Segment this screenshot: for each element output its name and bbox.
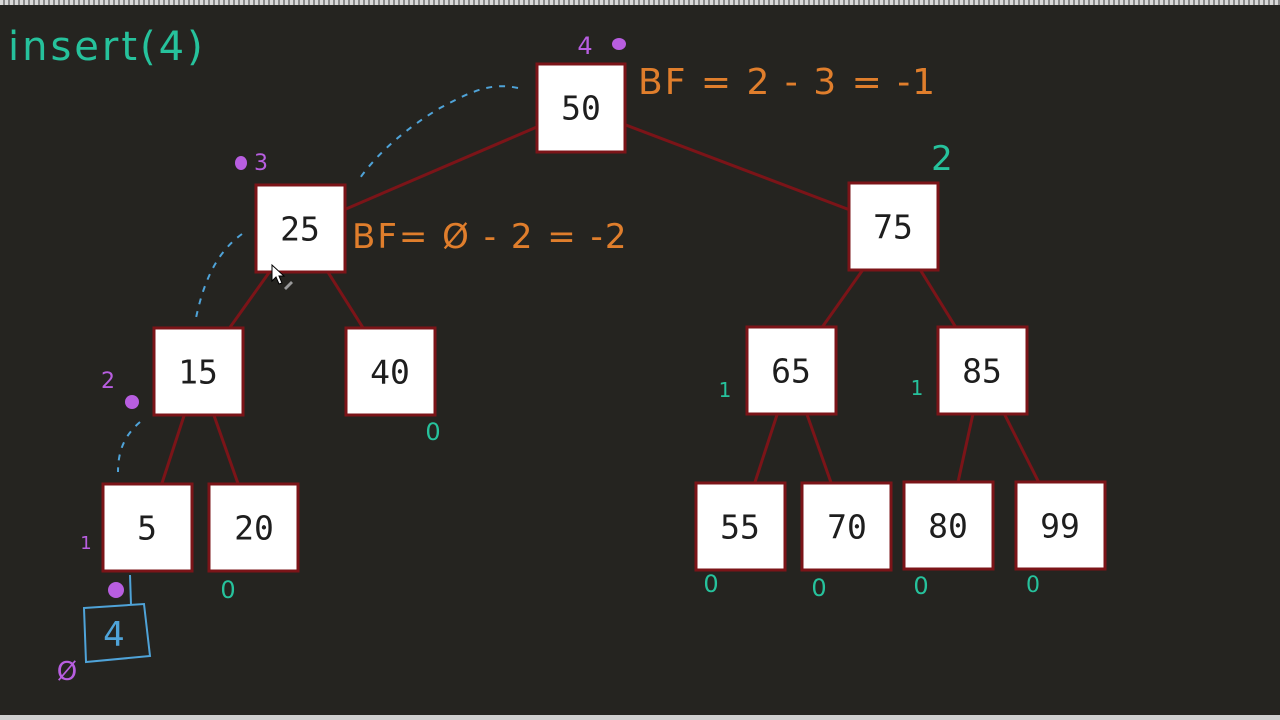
height-label-20: 0	[220, 576, 235, 604]
node-55-box	[694, 481, 787, 572]
node-15-box	[152, 326, 245, 417]
node-20-label: 20	[234, 509, 274, 548]
traversal-path-root	[359, 85, 519, 179]
top-border-strip	[0, 0, 1280, 5]
node-85-label: 85	[962, 352, 1002, 391]
edge-50-75	[580, 106, 895, 228]
node-75-box	[847, 181, 940, 272]
height-label-65: 1	[719, 378, 732, 402]
node-15: 15	[152, 326, 245, 417]
node-20: 20	[207, 482, 300, 573]
balance-factor-25: BF= Ø - 2 = -2	[352, 217, 628, 257]
node-99-box	[1014, 480, 1107, 571]
node-85: 85	[936, 325, 1029, 416]
scribble-mark-25	[235, 156, 247, 170]
title-text: insert(4)	[8, 24, 206, 70]
scribble-mark-15	[125, 395, 139, 409]
scribble-mark-5	[108, 582, 124, 598]
node-65-box	[745, 325, 838, 416]
node-80-label: 80	[928, 507, 968, 546]
node-55: 55	[694, 481, 787, 572]
node-70-label: 70	[827, 508, 867, 547]
node-40: 40	[344, 326, 437, 417]
scribble-mark-root	[612, 38, 626, 50]
height-label-4: Ø	[57, 657, 77, 687]
node-50: 50	[535, 62, 627, 154]
height-label-80: 0	[913, 572, 928, 600]
node-40-box	[344, 326, 437, 417]
node-55-label: 55	[720, 508, 760, 547]
tree-nodes: 50 25 75 15 40 65 85 5	[101, 62, 1107, 573]
node-20-box	[207, 482, 300, 573]
edge-50-25	[299, 106, 582, 230]
node-75-label: 75	[873, 208, 913, 247]
traversal-path-15	[117, 421, 141, 473]
node-80: 80	[902, 480, 995, 571]
bottom-border-strip	[0, 715, 1280, 720]
inserted-node-edge	[129, 574, 132, 606]
height-label-5: 1	[80, 533, 91, 554]
node-99: 99	[1014, 480, 1107, 571]
height-label-70: 0	[811, 574, 826, 602]
node-65-label: 65	[771, 352, 811, 391]
pen-cursor-icon	[284, 281, 293, 290]
node-40-label: 40	[370, 353, 410, 392]
height-label-25: 3	[254, 151, 268, 176]
height-label-40: 0	[425, 418, 440, 446]
balance-factor-root: BF = 2 - 3 = -1	[638, 62, 937, 103]
tree-edges	[146, 106, 1062, 528]
inserted-node-box	[82, 602, 152, 664]
height-label-15: 2	[101, 369, 115, 394]
node-99-label: 99	[1040, 507, 1080, 546]
node-65: 65	[745, 325, 838, 416]
node-70-box	[800, 481, 893, 572]
node-70: 70	[800, 481, 893, 572]
height-label-85: 1	[911, 376, 924, 400]
node-85-box	[936, 325, 1029, 416]
height-label-75: 2	[931, 139, 953, 179]
node-5: 5	[101, 482, 194, 573]
node-5-box	[101, 482, 194, 573]
node-75: 75	[847, 181, 940, 272]
height-label-50: 4	[577, 32, 592, 60]
node-25-label: 25	[280, 210, 320, 249]
height-label-55: 0	[703, 570, 718, 598]
node-25: 25	[254, 183, 347, 274]
node-15-label: 15	[178, 353, 218, 392]
node-25-box	[254, 183, 347, 274]
mouse-cursor-icon	[271, 263, 286, 285]
height-label-99: 0	[1026, 573, 1040, 598]
node-50-box	[535, 62, 627, 154]
traversal-path-25	[195, 233, 243, 319]
node-80-box	[902, 480, 995, 571]
node-5-label: 5	[137, 509, 157, 548]
inserted-node-label: 4	[103, 615, 125, 655]
node-50-label: 50	[561, 89, 601, 128]
